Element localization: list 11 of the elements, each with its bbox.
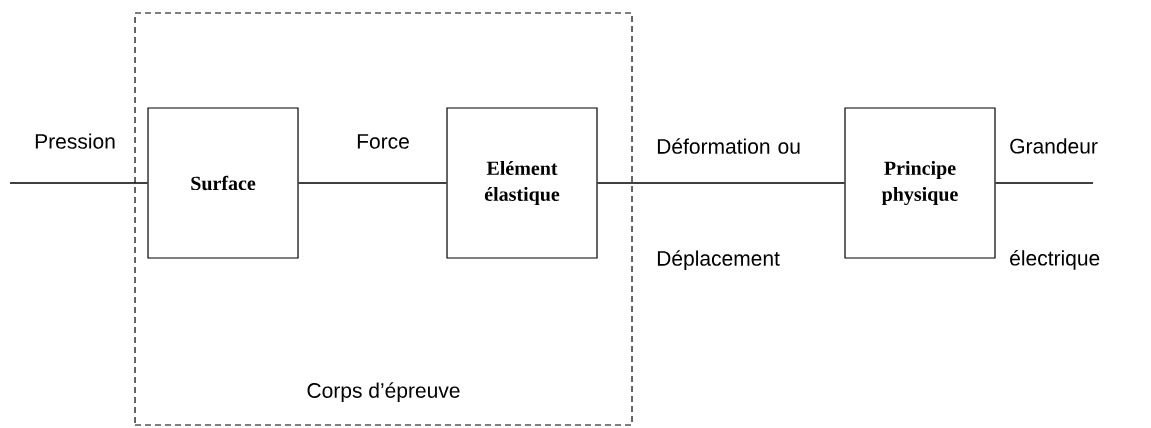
edge-label: Pression	[35, 133, 115, 149]
process-box: Surface	[147, 107, 299, 259]
process-box: Elément élastique	[446, 107, 598, 259]
edge-label: Grandeur électrique	[1010, 138, 1100, 270]
connector-line	[596, 182, 846, 184]
connector-line	[297, 182, 448, 184]
edge-label: Déformation ou Déplacement	[657, 138, 800, 270]
edge-label: Force	[357, 134, 409, 149]
process-box: Principe physique	[844, 107, 996, 259]
connector-line	[994, 182, 1094, 184]
connector-line	[9, 182, 149, 184]
